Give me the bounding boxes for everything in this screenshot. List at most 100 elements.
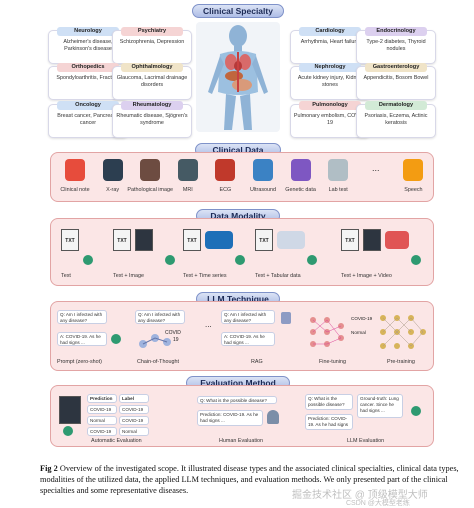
clinical-data-icon: [253, 159, 273, 181]
ft-class-normal: Normal: [351, 330, 366, 335]
llm-eval-ground-truth: Ground-truth: Lung cancer. Since he had …: [357, 394, 403, 418]
modality-label: Text: [61, 273, 71, 279]
auto-eval-cell: COVID-19: [87, 427, 117, 436]
specialty-diseases: Alzheimer's disease, Parkinson's disease: [63, 39, 113, 52]
clinical-data-icon: [215, 159, 236, 181]
clinical-data-icon: [102, 159, 123, 181]
watermark-juejin: 掘金技术社区 @ 顶级模型大师: [292, 490, 428, 501]
gpt-icon: [165, 255, 175, 265]
fine-tuning-label: Fine-tuning: [319, 359, 346, 365]
modality-label: Text + Image + Video: [341, 273, 392, 279]
txt-document-icon: TXT: [341, 229, 359, 251]
txt-document-icon: TXT: [183, 229, 201, 251]
specialty-title: Nephrology: [299, 63, 361, 72]
specialty-title: Cardiology: [299, 27, 361, 36]
section-header-clinical-specialty: Clinical Specialty: [192, 4, 284, 18]
modality-label: Text + Tabular data: [255, 273, 301, 279]
specialty-diseases: Rheumatic disease, Sjögren's syndrome: [116, 113, 188, 126]
cot-label: Chain-of-Thought: [137, 359, 179, 365]
cot-chain-icon: [139, 334, 171, 348]
specialty-diseases: Psoriasis, Eczema, Actinic keratosis: [364, 113, 428, 126]
database-icon: [281, 312, 291, 324]
clinical-data-label: Speech: [404, 187, 423, 193]
auto-eval-cell: Label: [119, 394, 149, 403]
clinical-data-label: Ultrasound: [249, 187, 277, 193]
txt-document-icon: TXT: [255, 229, 273, 251]
zero-shot-question: Q: Am I infected with any disease?: [57, 310, 107, 324]
txt-document-icon: TXT: [61, 229, 79, 251]
gpt-icon: [411, 255, 421, 265]
specialty-title: Rheumatology: [121, 101, 183, 110]
fine-tuning-network-icon: [310, 317, 344, 347]
human-eval-label: Human Evaluation: [219, 438, 264, 444]
specialty-diseases: Pulmonary embolism, COVID-19: [293, 113, 367, 126]
gpt-icon: [83, 255, 93, 265]
specialty-title: Orthopedics: [57, 63, 119, 72]
human-eval-answer: Prediction: COVID-19. As he had signs ..…: [197, 410, 263, 426]
specialty-title: Ophthalmology: [121, 63, 183, 72]
time-series-icon: [205, 231, 233, 249]
video-icon: [385, 231, 409, 249]
rag-question: Q: Am I infected with any disease?: [221, 310, 275, 324]
llm-eval-question: Q: What is the possible disease?: [305, 394, 353, 410]
auto-eval-cell: Prediction: [87, 394, 117, 403]
specialty-diseases: Breast cancer, Pancreatic cancer: [57, 113, 119, 126]
auto-eval-label: Automatic Evaluation: [91, 438, 142, 444]
figure-caption: Fig 2 Overview of the investigated scope…: [40, 464, 460, 496]
specialty-title: Psychiatry: [121, 27, 183, 36]
specialty-title: Pulmonology: [299, 101, 361, 110]
xray-image: [363, 229, 381, 251]
auto-eval-cell: Normal: [87, 416, 117, 425]
specialty-diseases: Glaucoma, Lacrimal drainage disorders: [116, 75, 188, 88]
clinical-data-label: ...: [372, 163, 380, 173]
clinical-data-icon: [140, 159, 161, 181]
auto-eval-cell: COVID-19: [119, 405, 149, 414]
specialty-diseases: Schizophrenia, Depression: [119, 39, 185, 45]
specialty-diseases: Acute kidney injury, Kidney stones: [297, 75, 363, 88]
zero-shot-label: Prompt (zero-shot): [57, 359, 102, 365]
ft-class-covid: COVID-19: [351, 316, 373, 321]
clinical-data-label: Lab test: [328, 187, 348, 193]
modality-label: Text + Image: [113, 273, 145, 279]
pre-training-label: Pre-training: [387, 359, 415, 365]
specialty-title: Dermatology: [365, 101, 427, 110]
rag-dots: ...: [205, 320, 212, 329]
specialty-title: Oncology: [57, 101, 119, 110]
gpt-icon-auto: [63, 426, 73, 436]
gpt-icon: [111, 334, 121, 344]
specialty-diseases: Appendicitis, Bosom Bowel: [363, 75, 429, 81]
human-eval-question: Q: What is the possible disease?: [197, 396, 277, 404]
cot-covid-label: COVID: [165, 330, 181, 336]
clinical-data-icon: [328, 159, 349, 181]
auto-eval-cell: COVID-19: [87, 405, 117, 414]
zero-shot-answer: A: COVID-19. As he had signs ...: [57, 332, 107, 346]
clinical-data-icon: [177, 159, 198, 181]
specialty-title: Endocrinology: [365, 27, 427, 36]
llm-eval-label: LLM Evaluation: [347, 438, 385, 444]
specialty-diseases: Arrhythmia, Heart failure: [300, 39, 360, 45]
rag-answer: A: COVID-19. As he had signs ...: [221, 332, 275, 346]
clinical-data-label: MRI: [182, 187, 193, 193]
llm-technique-panel: Q: Am I infected with any disease? A: CO…: [50, 301, 434, 371]
clinical-data-label: Genetic data: [285, 187, 316, 193]
txt-document-icon: TXT: [113, 229, 131, 251]
llm-eval-prediction: Prediction: COVID-19. As he had signs ..…: [305, 414, 353, 430]
rag-label: RAG: [251, 359, 263, 365]
clinical-data-label: Pathological image: [127, 187, 173, 193]
auto-eval-cell: COVID-19: [119, 416, 149, 425]
pre-training-network-icon: [380, 315, 426, 349]
doctor-icon: [267, 410, 279, 424]
clinical-data-icon: [65, 159, 85, 181]
cot-number: 19: [173, 337, 179, 343]
clinical-data-icon: [290, 159, 311, 181]
human-anatomy-image: [196, 22, 280, 132]
clinical-data-label: X-ray: [106, 187, 120, 193]
clinical-data-label: Clinical note: [60, 187, 90, 193]
specialty-title: Gastroenterology: [365, 63, 427, 72]
